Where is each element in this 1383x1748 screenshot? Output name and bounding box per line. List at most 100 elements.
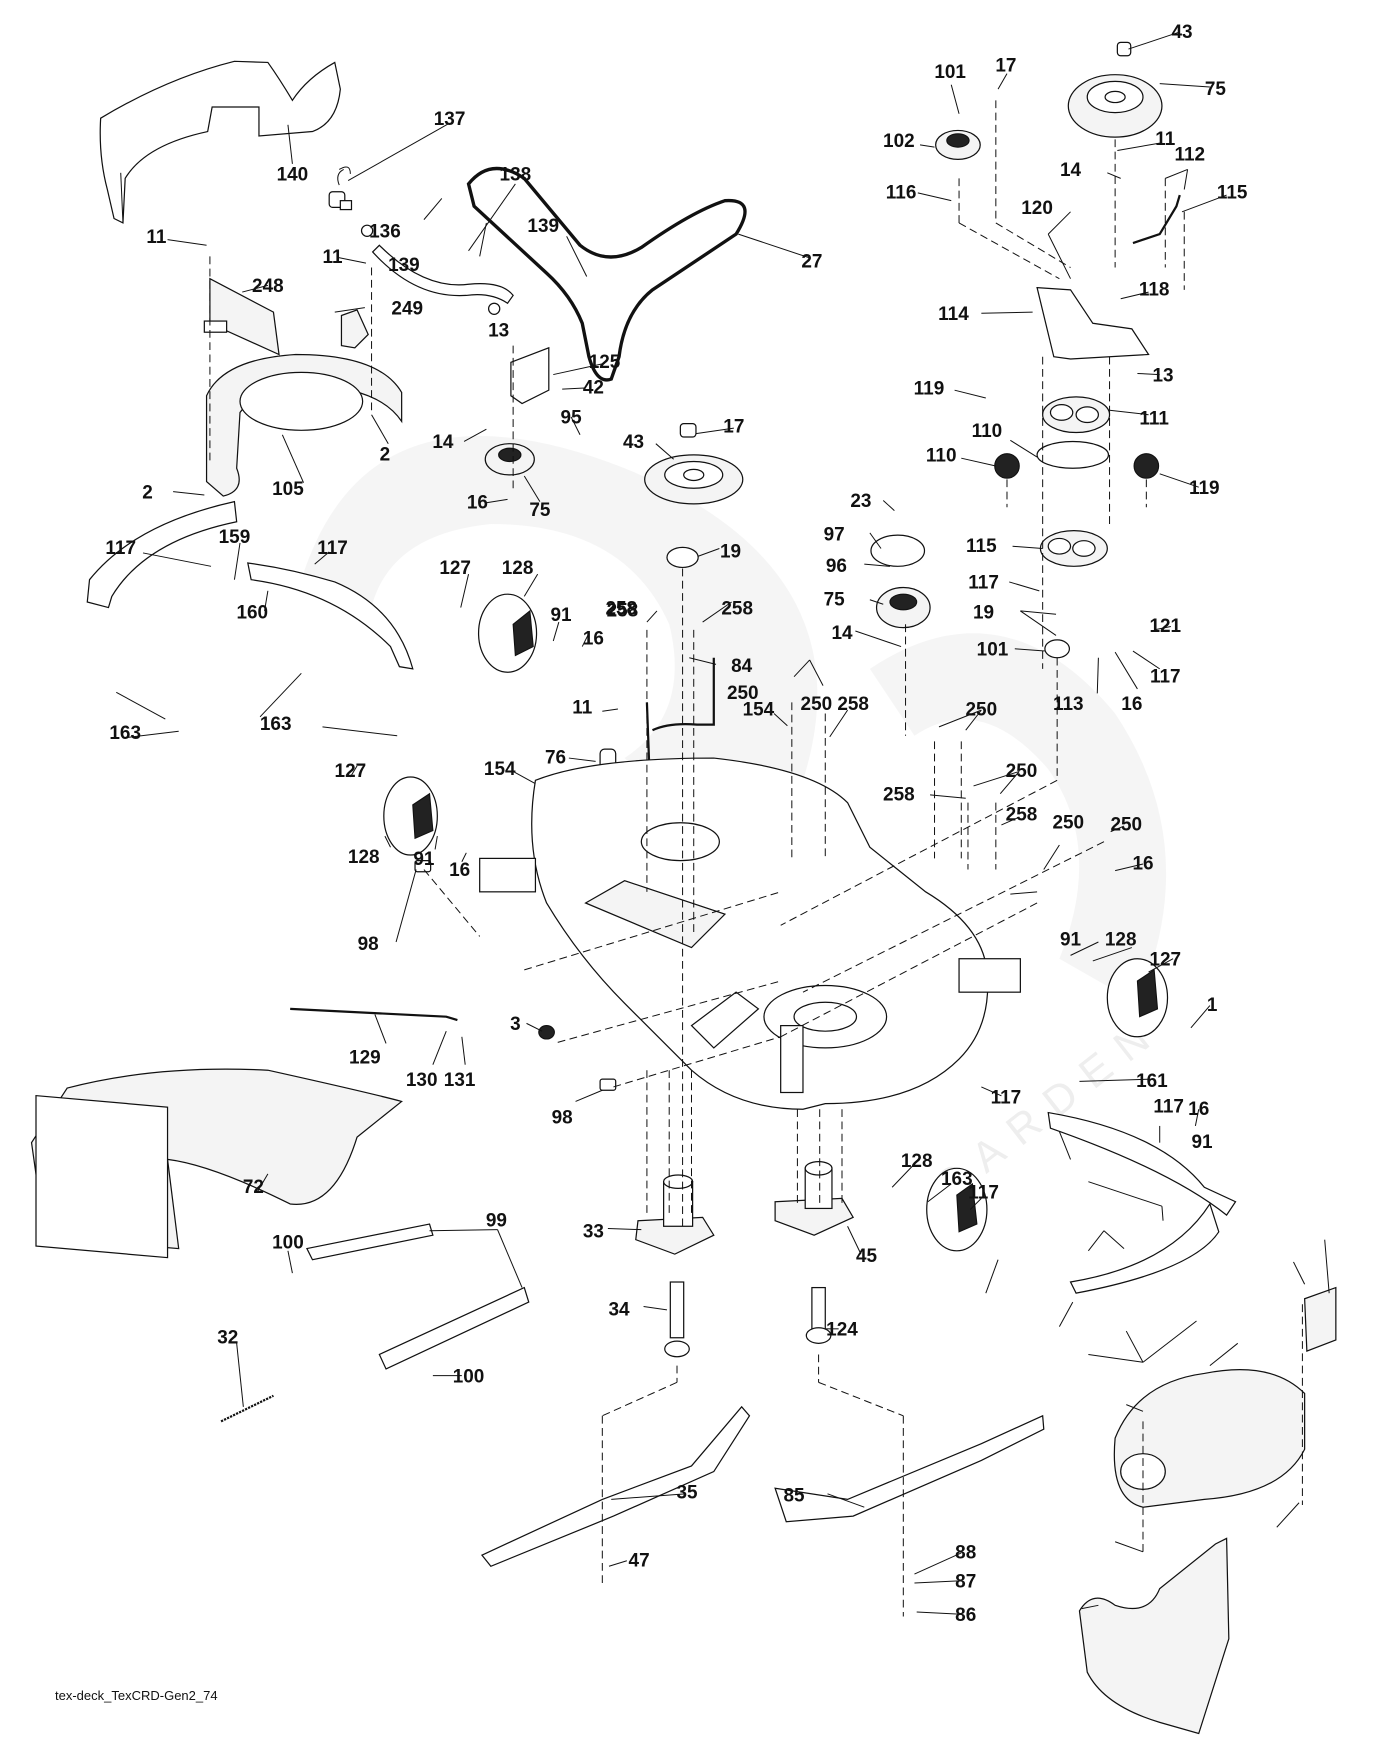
callout-nut: 3: [510, 1014, 521, 1035]
part-110-gear-a: [994, 453, 1020, 479]
callout-baffle: 161: [1136, 1071, 1168, 1092]
callout-bolt: 163: [260, 714, 292, 735]
callout-nut: 16: [1121, 694, 1142, 715]
part-85-blade: [774, 1414, 1045, 1523]
part-128-wheel-a: [477, 593, 538, 673]
callout-gauge-wheel: 128: [901, 1151, 933, 1172]
callout-spring: 32: [217, 1327, 238, 1348]
part-137-clip: [337, 166, 351, 186]
callout-nut: 101: [977, 640, 1009, 661]
drawing-code: tex-deck_TexCRD-Gen2_74: [55, 1688, 218, 1703]
part-141-belt-shield: [1078, 1537, 1230, 1735]
part-125-bracket: [510, 346, 550, 405]
part-98-stud-a: [414, 860, 432, 873]
assembly-lines: [209, 100, 1303, 1617]
callout-drive-belt: 27: [801, 252, 822, 273]
callout-bolt: 258: [883, 784, 915, 805]
callout-bolt: 11: [146, 227, 166, 248]
callout-nut: 17: [723, 417, 744, 438]
callout-shaft: 112: [1175, 145, 1206, 166]
callout-spindle-shaft: 124: [826, 1320, 858, 1341]
callout-spindle-housing: 33: [583, 1221, 604, 1242]
callout-washer: 250: [727, 683, 759, 704]
part-17-nut-top: [1116, 41, 1132, 57]
callout-pulley: 43: [623, 432, 644, 453]
callout-nut: 16: [467, 492, 488, 513]
part-3-nut: [538, 1025, 555, 1040]
callout-spacer: 96: [826, 556, 847, 577]
part-75-idler-mid: [875, 586, 931, 629]
callout-pin: 115: [966, 536, 997, 557]
callout-nut: 117: [1153, 1097, 1184, 1118]
callout-nut: 117: [991, 1088, 1022, 1109]
callout-nut: 117: [968, 573, 999, 594]
callout-labels: 1401371361391381392711248112491052213125…: [105, 22, 1248, 1626]
callout-washer: 130: [406, 1070, 438, 1091]
callout-stud: 98: [358, 934, 379, 955]
callout-gauge-wheel: 128: [502, 558, 534, 579]
callout-belt-shield-left: 140: [277, 165, 309, 186]
callout-bushing: 76: [545, 748, 566, 769]
part-138-hose: [371, 244, 514, 305]
callout-washer: 250: [1110, 815, 1142, 836]
callout-bracket: 248: [252, 276, 284, 297]
callout-bolt: 11: [323, 247, 343, 268]
callout-key: 113: [1053, 694, 1084, 715]
callout-bolt: 11: [1155, 129, 1175, 150]
callout-washer: 91: [551, 605, 572, 626]
part-75-idler-top: [935, 129, 981, 161]
callout-washer: 250: [801, 694, 833, 715]
callout-belt-guide: 14: [432, 432, 454, 453]
part-75-idler-pulley: [484, 443, 535, 476]
callout-bolt: 154: [484, 759, 516, 780]
part-105-blade-cover: [205, 353, 403, 497]
callout-rod: 129: [349, 1048, 381, 1069]
callout-gauge-wheel: 128: [1105, 929, 1137, 950]
callout-stud: 98: [552, 1108, 573, 1129]
callout-bolt: 100: [453, 1366, 485, 1387]
callout-bolt: 163: [109, 723, 141, 744]
callout-nut: 16: [449, 860, 470, 881]
callout-rod: 84: [731, 656, 753, 677]
callout-gasket: 111: [1139, 409, 1169, 430]
callout-link: 99: [486, 1210, 507, 1231]
part-72-chute: [30, 1068, 403, 1259]
callout-bolt: 258: [1006, 804, 1038, 825]
callout-bearing: 19: [720, 541, 741, 562]
part-119-gear-top: [1042, 396, 1111, 434]
part-136-fitting: [328, 191, 353, 211]
callout-blade: 85: [784, 1486, 805, 1507]
callout-bolt: 116: [886, 182, 917, 203]
callout-gear: 110: [972, 421, 1003, 442]
callout-deck: 1: [1207, 995, 1218, 1016]
callout-pin: 115: [1217, 182, 1248, 203]
callout-washer: 97: [824, 525, 845, 546]
callout-nut: 2: [142, 482, 153, 503]
callout-idler-bracket: 125: [589, 352, 621, 373]
callout-idler-pulley: 75: [824, 589, 845, 610]
callout-discharge-chute: 72: [243, 1177, 264, 1198]
callout-nut: 16: [1188, 1099, 1209, 1120]
callout-tube: 120: [1021, 198, 1053, 219]
callout-gear-plate: 118: [1139, 279, 1170, 300]
callout-washer: 250: [1052, 812, 1084, 833]
callout-bolt: 86: [955, 1605, 976, 1626]
callout-spindle-housing: 45: [856, 1246, 877, 1267]
callout-bolt: 258: [721, 598, 753, 619]
callout-washer: 91: [413, 849, 434, 870]
callout-hose-clamp: 139: [527, 216, 559, 237]
callout-gear: 110: [926, 446, 957, 467]
callout-nut: 16: [583, 628, 604, 649]
part-97-washer: [870, 534, 926, 567]
part-118-plate: [1036, 286, 1150, 360]
part-32-spring: [220, 1394, 274, 1423]
callout-washer: 87: [955, 1571, 976, 1592]
callout-bolt: 258: [607, 600, 639, 621]
callout-nut: 16: [1132, 854, 1153, 875]
callout-spindle-shaft: 34: [608, 1299, 630, 1320]
part-139-clamp-b: [487, 302, 501, 315]
part-249-bracket: [340, 309, 369, 349]
callout-e-clip: 137: [434, 109, 466, 130]
callout-clip: 131: [444, 1070, 476, 1091]
callout-washer: 91: [1192, 1132, 1213, 1153]
